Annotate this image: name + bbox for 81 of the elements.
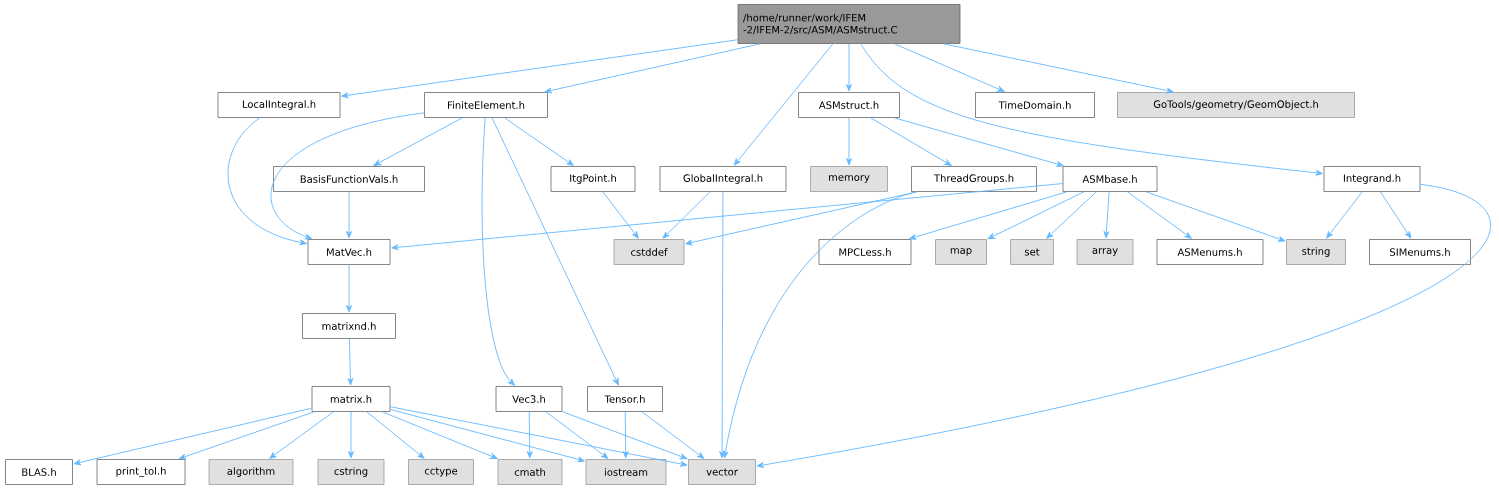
header-box: ThreadGroups.h [911,166,1037,192]
header-box: Vec3.h [495,386,563,412]
header-box: Tensor.h [587,386,663,412]
system-header-box: map [935,239,987,265]
arrow [987,191,1085,240]
system-header-box: memory [810,166,888,192]
header-box: print_tol.h [96,459,186,485]
header-box: ASMenums.h [1156,239,1264,265]
arrow [662,191,711,239]
system-header-box: vector [688,459,756,485]
arrow [1145,191,1286,242]
arrow [526,411,533,459]
arrow [544,43,761,94]
header-box: FiniteElement.h [424,92,548,118]
header-box: TimeDomain.h [975,92,1095,118]
arrow [346,191,352,239]
arrow [1380,191,1412,239]
header-box: matrixnd.h [302,313,396,339]
arrow [894,117,1064,167]
header-box: MPCLess.h [818,239,912,265]
header-box: BasisFunctionVals.h [273,166,425,192]
arrow [1127,191,1192,239]
header-box: BLAS.h [5,459,73,485]
system-header-box: cctype [408,459,474,485]
system-header-box: array [1076,239,1134,265]
arrow [73,407,313,466]
header-box: GlobalIntegral.h [659,166,787,192]
arrow [943,43,1174,94]
header-box: MatVec.h [307,239,391,265]
arrow [389,406,688,467]
arrow [366,411,425,459]
arrow [722,191,917,459]
arrow [719,191,725,459]
arrow [504,117,574,166]
arrow [491,117,619,386]
header-box: ASMstruct.h [798,92,900,118]
arrow [846,43,852,92]
system-header-box: set [1010,239,1054,265]
arrow [1046,191,1097,239]
arrow [389,409,585,463]
arrow [685,191,918,246]
arrow [178,411,315,460]
arrow [545,411,609,459]
system-header-box: string [1286,239,1346,265]
arrow [346,264,352,313]
arrow [391,183,1064,251]
arrow [894,43,1005,93]
header-box: SIMenums.h [1369,239,1471,265]
arrow [870,117,952,166]
header-box: LocalIntegral.h [217,92,341,118]
arrow [1103,191,1110,239]
arrow [733,43,834,166]
header-box: Integrand.h [1323,166,1421,192]
system-header-box: cstring [317,459,385,485]
system-header-box: algorithm [208,459,294,485]
header-box: ItgPoint.h [550,166,636,192]
arrow [270,112,425,240]
arrow [909,191,1068,240]
arrow [622,411,629,459]
source-file-box: /home/runner/work/IFEM -2/IFEM-2/src/ASM/ASMstruct.C [737,4,961,44]
header-box: matrix.h [311,386,391,412]
header-box: ASMbase.h [1062,166,1158,192]
system-header-box: cstddef [613,239,685,265]
arrow [382,411,498,460]
arrow [641,411,705,459]
arrow [269,411,334,459]
arrow [373,117,463,166]
system-header-box: iostream [585,459,667,485]
arrow [481,117,515,386]
arrow [347,338,354,386]
system-header-box: GoTools/geometry/GeomObject.h [1117,92,1355,118]
arrow [561,411,688,460]
arrow [1326,191,1363,239]
arrow [341,39,739,99]
arrow [860,43,1323,176]
arrow [846,117,852,166]
arrow [602,191,639,239]
arrow [756,183,1490,468]
arrow [227,117,307,246]
arrow [348,411,354,459]
system-header-box: cmath [497,459,563,485]
